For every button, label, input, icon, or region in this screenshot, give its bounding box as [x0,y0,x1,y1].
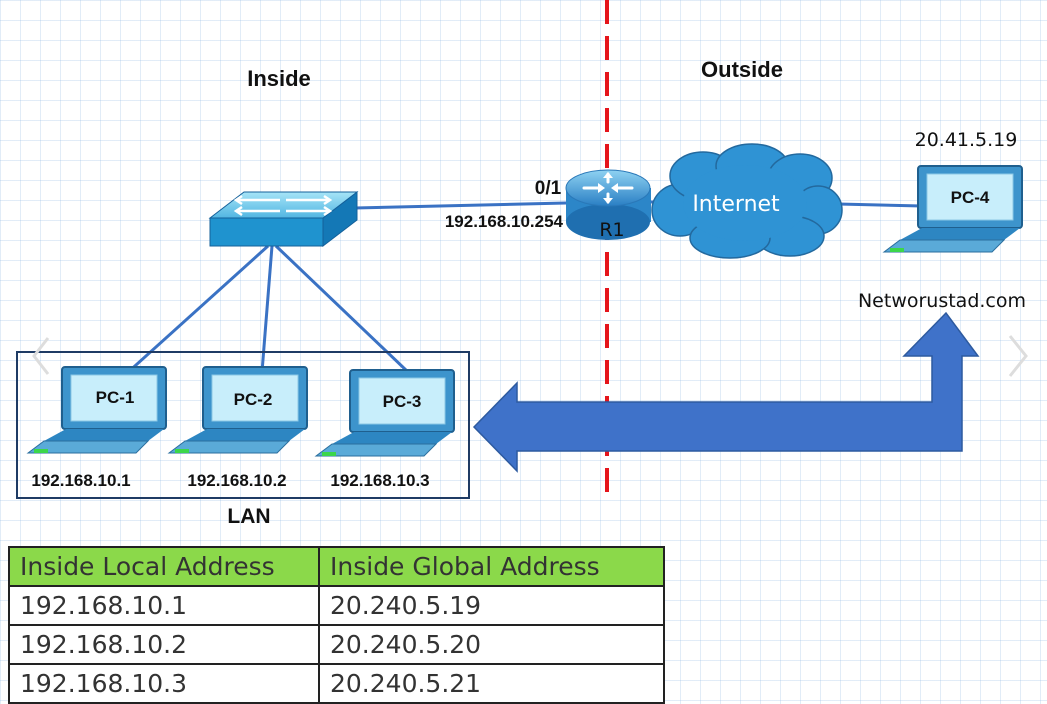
network-diagram: Inside Outside [16,0,1028,528]
inside-label: Inside [247,66,311,91]
inside-local-cell: 192.168.10.1 [8,585,320,626]
outside-label: Outside [701,57,783,82]
table-header-row: Inside Local Address Inside Global Addre… [8,546,665,587]
internet-cloud-icon [651,143,843,259]
pc4-label: PC-4 [951,188,990,207]
nat-translation-table: Inside Local Address Inside Global Addre… [8,546,665,704]
laptop-icon [882,165,1023,253]
pc2-ip: 192.168.10.2 [187,471,286,490]
column-header: Inside Global Address [318,546,665,587]
inside-local-cell: 192.168.10.3 [8,663,320,704]
link-cloud-pc4 [837,202,923,208]
lan-label: LAN [227,505,270,528]
laptop-icon [26,366,167,454]
pc3-label: PC-3 [383,392,422,411]
table-row: 192.168.10.2 20.240.5.20 [8,624,665,665]
link-switch-router [354,201,567,210]
link-switch-pc1 [124,244,270,376]
pc2-label: PC-2 [234,390,273,409]
next-chevron-icon[interactable] [1008,335,1028,377]
translation-arrow [472,311,980,473]
column-header: Inside Local Address [8,546,320,587]
router-icon [565,169,651,240]
link-switch-pc2 [260,245,274,373]
link-switch-pc3 [274,244,410,374]
router-ip: 192.168.10.254 [445,212,564,231]
lan-boundary [16,351,470,499]
pc4-ip: 20.41.5.19 [915,129,1018,151]
router-name: R1 [599,219,624,241]
internet-label: Internet [692,192,780,217]
router-interface: 0/1 [535,178,562,199]
pc1-ip: 192.168.10.1 [31,471,130,490]
table-row: 192.168.10.1 20.240.5.19 [8,585,665,626]
remote-domain: Networustad.com [858,290,1026,312]
inside-global-cell: 20.240.5.20 [318,624,665,665]
inside-local-cell: 192.168.10.2 [8,624,320,665]
laptop-icon [314,369,455,457]
inside-global-cell: 20.240.5.19 [318,585,665,626]
laptop-icon [167,366,308,454]
pc3-ip: 192.168.10.3 [330,471,429,490]
inside-global-cell: 20.240.5.21 [318,663,665,704]
previous-chevron-icon[interactable] [32,337,50,375]
table-row: 192.168.10.3 20.240.5.21 [8,663,665,704]
switch-icon [208,190,359,248]
pc1-label: PC-1 [96,388,135,407]
